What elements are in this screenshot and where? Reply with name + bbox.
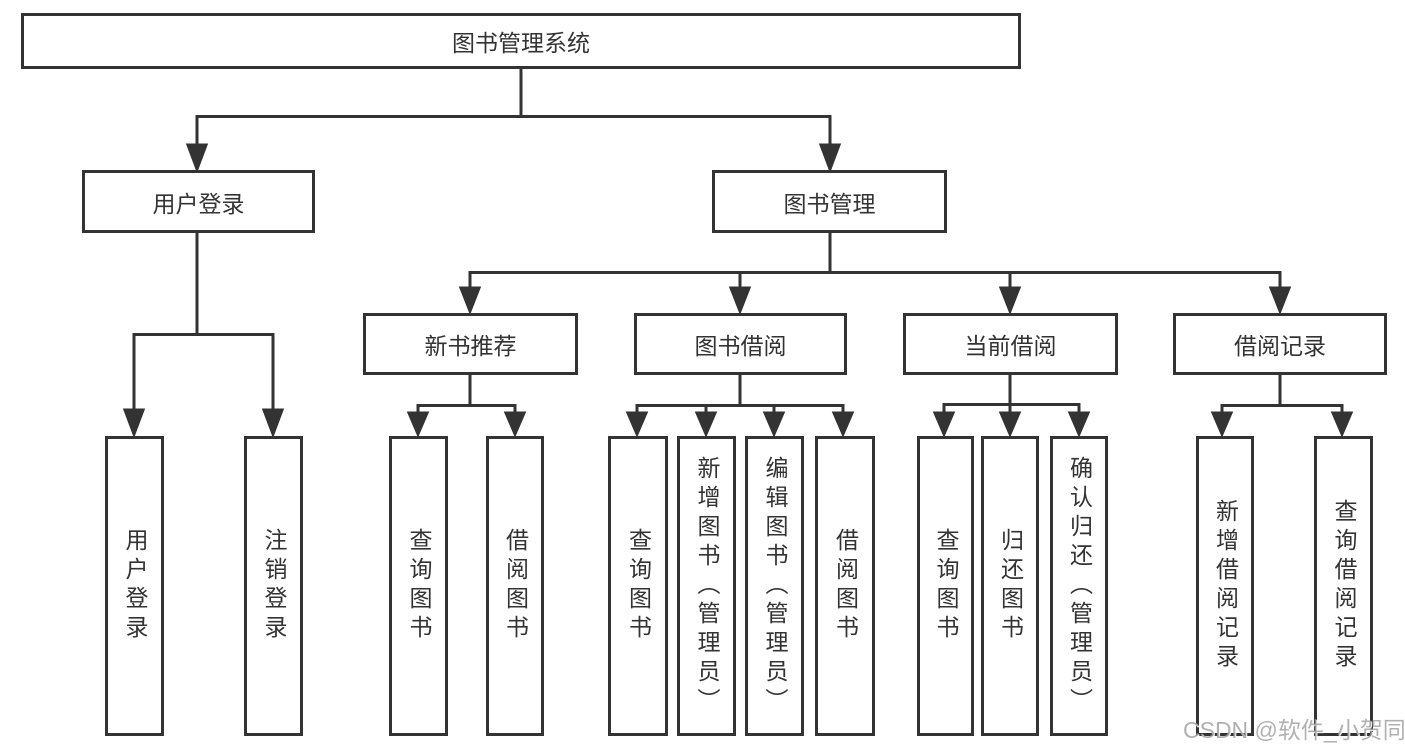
node-label: 图书管理 (783, 190, 876, 217)
node-recommend-query-books: 查询图书 (389, 436, 448, 736)
node-label: 借阅图书 (502, 528, 529, 644)
node-current-borrow: 当前借阅 (903, 313, 1118, 375)
node-label: 新书推荐 (424, 333, 517, 359)
node-label: 借阅记录 (1234, 333, 1326, 359)
node-label: 归还图书 (997, 528, 1024, 644)
node-book-management: 图书管理 (712, 170, 947, 233)
node-current-confirm-return-admin: 确认归还（管理员） (1050, 436, 1108, 736)
node-records-add-record: 新增借阅记录 (1196, 436, 1254, 736)
node-borrow-borrow-books: 借阅图书 (815, 436, 875, 736)
node-borrow-add-books-admin: 新增图书（管理员） (677, 436, 736, 736)
node-label: 查询图书 (406, 528, 432, 644)
node-label: 借阅图书 (832, 528, 859, 644)
node-borrow-query-books: 查询图书 (608, 436, 668, 736)
node-records-query-record: 查询借阅记录 (1314, 436, 1373, 736)
node-label: 查询图书 (625, 528, 652, 644)
node-current-return-books: 归还图书 (981, 436, 1039, 736)
node-root: 图书管理系统 (21, 13, 1021, 69)
node-label: 确认归还（管理员） (1066, 455, 1093, 717)
node-label: 新增借阅记录 (1212, 499, 1239, 673)
node-borrow-edit-books-admin: 编辑图书（管理员） (745, 436, 804, 736)
node-label: 用户登录 (122, 528, 148, 644)
node-new-book-recommend: 新书推荐 (363, 313, 578, 375)
node-book-borrow: 图书借阅 (634, 313, 847, 375)
node-label: 查询图书 (933, 528, 959, 644)
node-borrow-records: 借阅记录 (1173, 313, 1387, 375)
node-label: 图书借阅 (694, 333, 787, 359)
node-label: 注销登录 (261, 528, 287, 644)
node-label: 查询借阅记录 (1331, 499, 1357, 673)
node-recommend-borrow-books: 借阅图书 (486, 436, 544, 736)
node-leaf-logout: 注销登录 (244, 436, 303, 736)
node-label: 新增图书（管理员） (694, 455, 720, 717)
node-user-login: 用户登录 (82, 170, 315, 233)
csdn-watermark: CSDN @软件_小贺同学 (1183, 717, 1405, 743)
node-leaf-user-login: 用户登录 (105, 436, 164, 736)
node-label: 编辑图书（管理员） (762, 455, 788, 717)
node-label: 用户登录 (152, 190, 245, 217)
node-label: 图书管理系统 (452, 30, 590, 56)
node-current-query-books: 查询图书 (917, 436, 974, 736)
node-label: 当前借阅 (964, 333, 1057, 359)
